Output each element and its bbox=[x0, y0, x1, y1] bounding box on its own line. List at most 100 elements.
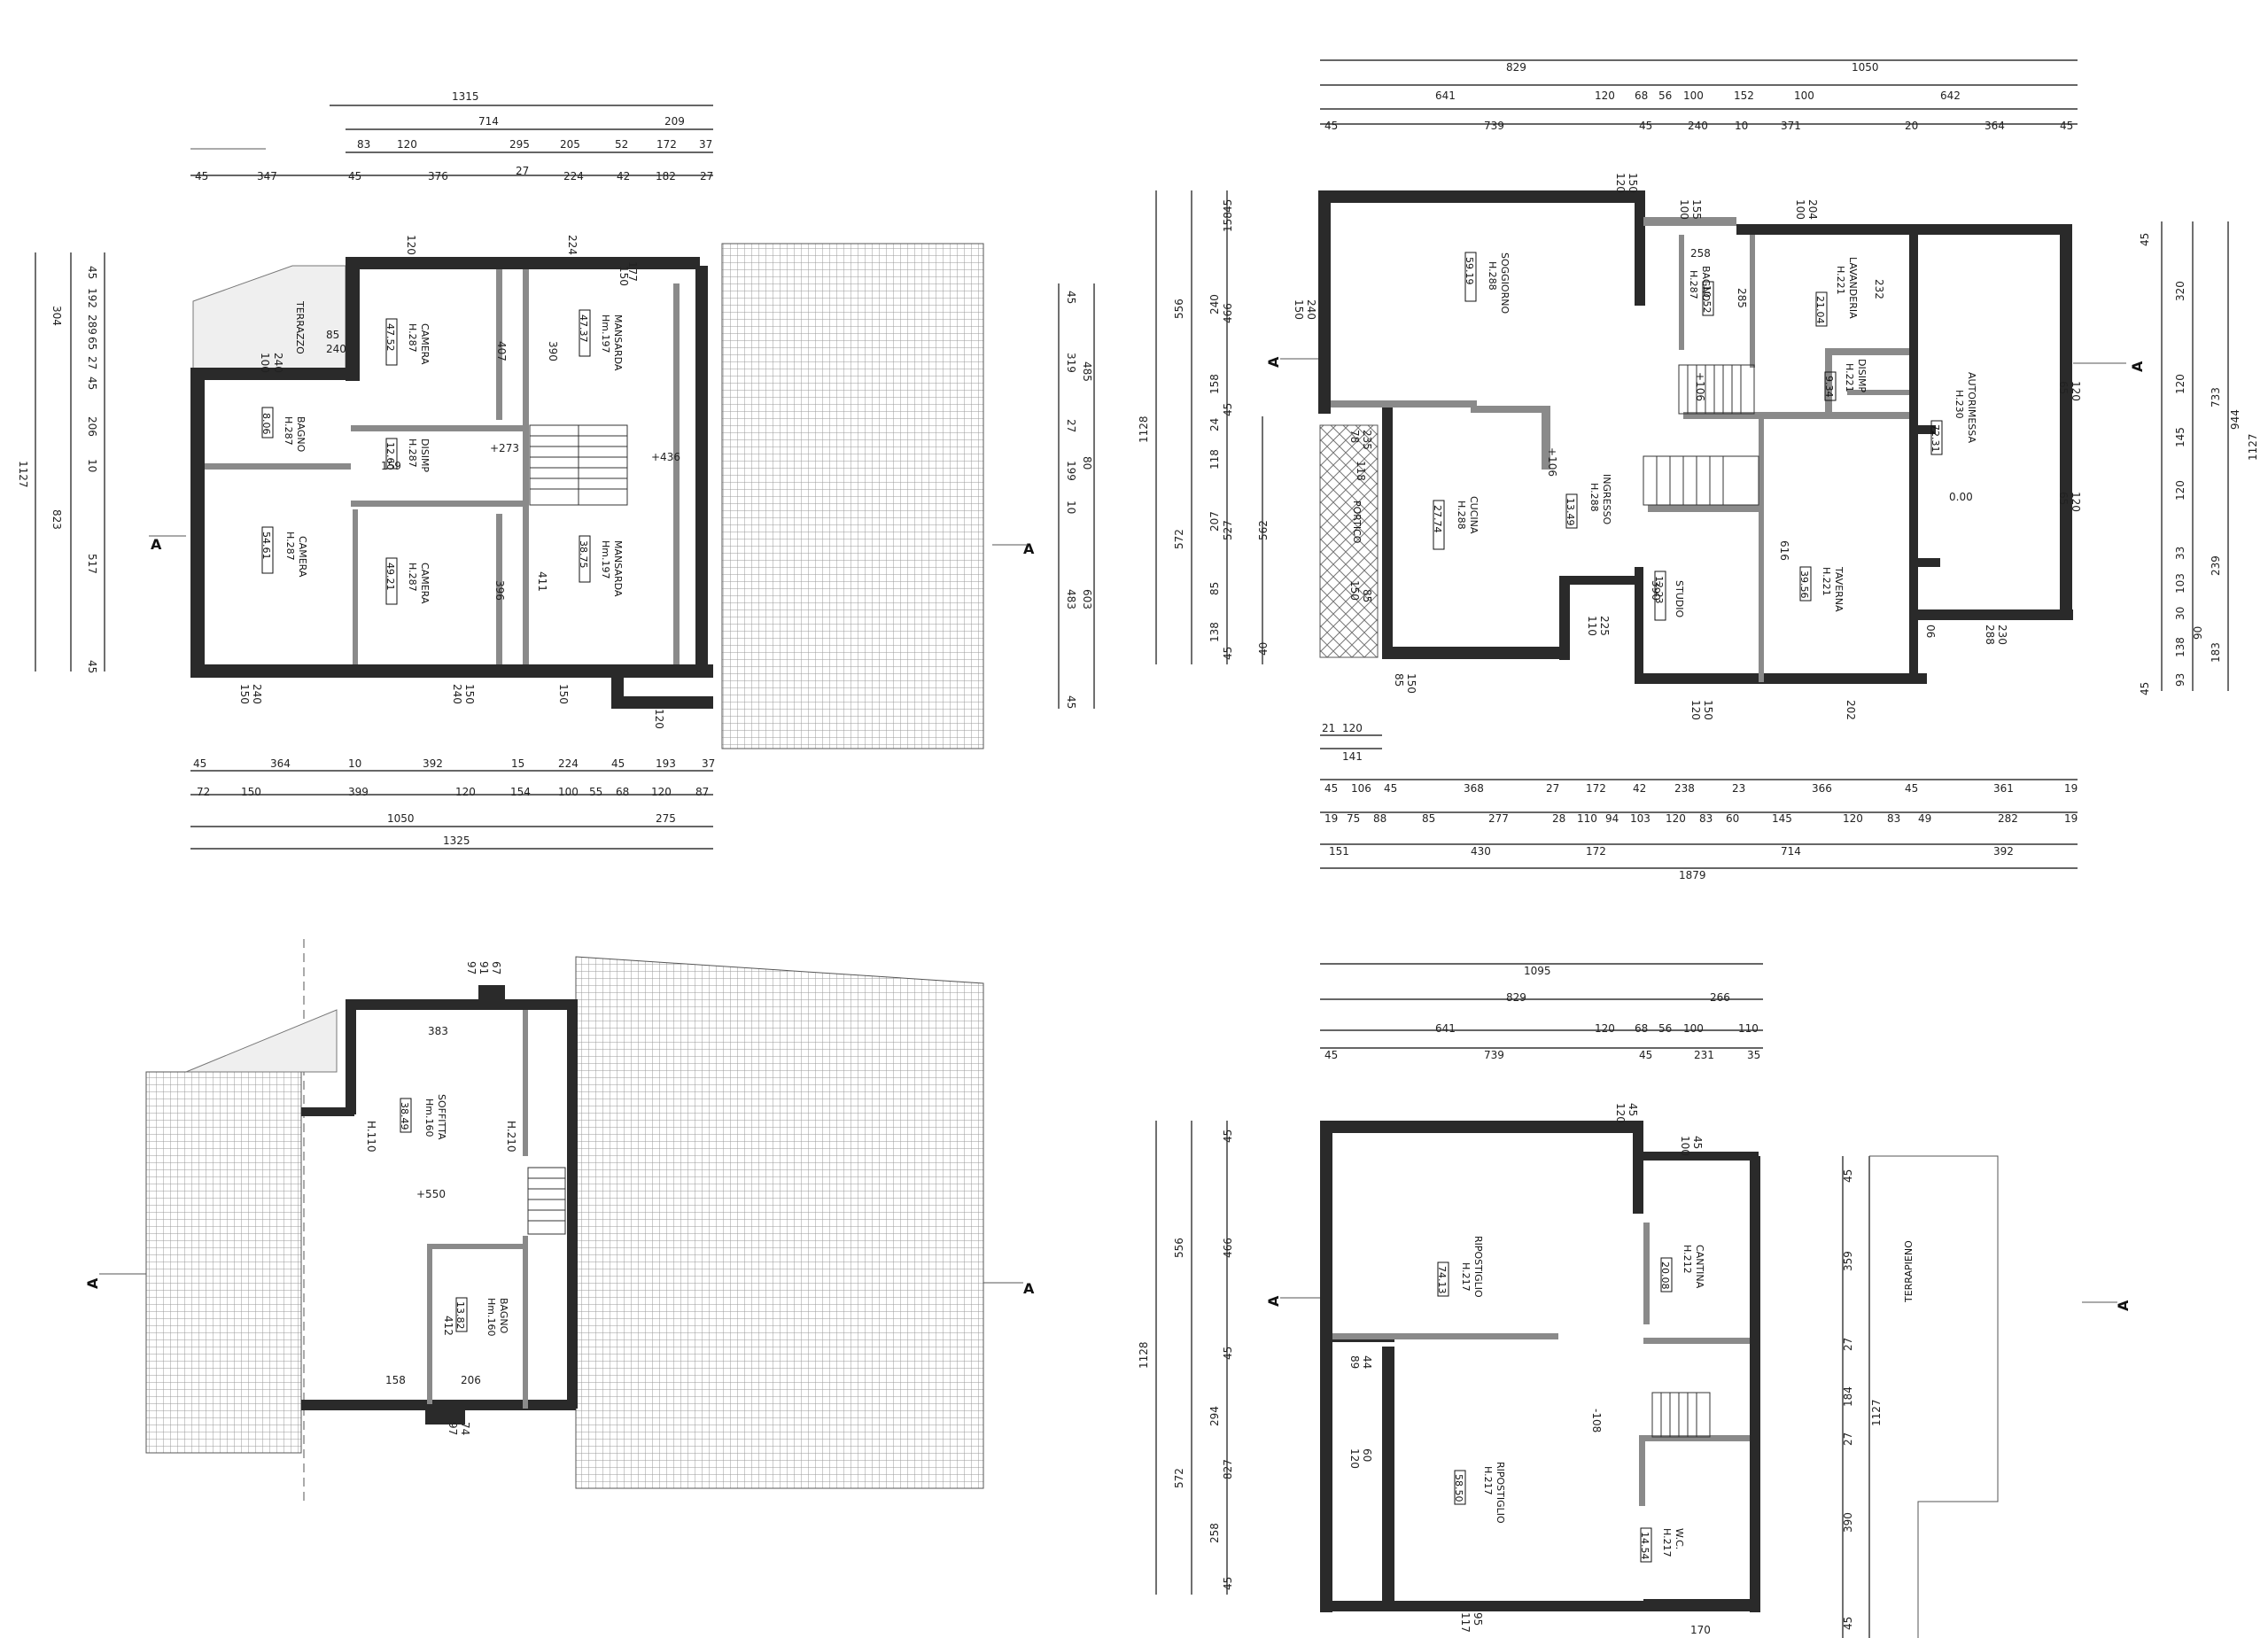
svg-text:45: 45 bbox=[1222, 199, 1234, 213]
plan-upper-floor: 1315 714 209 83 120 295 205 52 172 37 45… bbox=[17, 90, 1095, 850]
svg-text:150: 150 bbox=[463, 684, 476, 704]
svg-text:27: 27 bbox=[1842, 1338, 1854, 1351]
svg-text:21.04: 21.04 bbox=[1814, 296, 1826, 324]
svg-text:74: 74 bbox=[459, 1422, 471, 1435]
svg-text:110: 110 bbox=[1577, 812, 1597, 825]
svg-text:117: 117 bbox=[1459, 1612, 1472, 1633]
svg-text:150: 150 bbox=[1293, 299, 1305, 320]
svg-text:235: 235 bbox=[1361, 430, 1373, 450]
svg-text:361: 361 bbox=[1993, 782, 2014, 795]
svg-text:59.19: 59.19 bbox=[1464, 257, 1475, 285]
svg-text:97: 97 bbox=[447, 1422, 459, 1435]
svg-text:100: 100 bbox=[1794, 89, 1814, 102]
svg-text:231: 231 bbox=[1694, 1049, 1714, 1061]
svg-text:68: 68 bbox=[616, 786, 629, 798]
svg-text:39.56: 39.56 bbox=[1798, 571, 1810, 599]
svg-text:24: 24 bbox=[1208, 418, 1221, 431]
svg-text:944: 944 bbox=[2229, 409, 2241, 430]
svg-text:288: 288 bbox=[1984, 625, 1996, 645]
dim-r-5: 199 bbox=[1065, 461, 1077, 481]
svg-text:45: 45 bbox=[611, 757, 625, 770]
basement-misc-labels: 120 45 100 45 89 44 120 60 -108 117 95 1… bbox=[1348, 1103, 1711, 1636]
svg-text:739: 739 bbox=[1484, 120, 1504, 132]
svg-text:120: 120 bbox=[1843, 812, 1863, 825]
section-marker-right-attic: A bbox=[1023, 1280, 1035, 1297]
room-mansarda-1: MANSARDA Hm.197 47.37 bbox=[578, 309, 624, 371]
small-dim-2: 141 bbox=[1342, 750, 1363, 763]
svg-text:93: 93 bbox=[2174, 673, 2186, 687]
dim-top-r1-0: 714 bbox=[478, 115, 499, 128]
plan-ground-floor: 829 1050 641 120 68 56 100 152 100 642 4… bbox=[1138, 59, 2259, 881]
svg-text:172: 172 bbox=[1586, 782, 1606, 795]
svg-text:320: 320 bbox=[2174, 281, 2186, 301]
room-mansarda-2: MANSARDA Hm.197 38.75 bbox=[578, 535, 624, 597]
svg-text:55: 55 bbox=[589, 786, 602, 798]
dim-top-r3-0: 45 bbox=[195, 170, 208, 182]
dim-l-2: 289 bbox=[86, 314, 98, 335]
small-dim-1: 21 bbox=[1322, 722, 1335, 734]
terrapieno-outline bbox=[1869, 1155, 1999, 1638]
svg-text:371: 371 bbox=[1781, 120, 1801, 132]
dim-top-r2-2: 295 bbox=[509, 138, 530, 151]
staircase-attic bbox=[527, 1167, 566, 1235]
dim-l-8: 10 bbox=[86, 459, 98, 472]
svg-text:170: 170 bbox=[1690, 1624, 1711, 1636]
svg-text:396: 396 bbox=[493, 580, 506, 601]
svg-text:172: 172 bbox=[1586, 845, 1606, 858]
svg-text:100: 100 bbox=[1794, 199, 1806, 220]
svg-text:1095: 1095 bbox=[1524, 965, 1551, 977]
svg-text:0.00: 0.00 bbox=[1949, 491, 1973, 503]
svg-text:CAMERA: CAMERA bbox=[419, 563, 431, 604]
svg-text:H.110: H.110 bbox=[365, 1121, 377, 1153]
svg-text:49.21: 49.21 bbox=[384, 563, 396, 591]
room-ripostiglio-1: RIPOSTIGLIO H.217 74.13 bbox=[1436, 1236, 1484, 1298]
svg-text:110: 110 bbox=[1586, 616, 1598, 636]
room-ingresso: INGRESSO H.288 13.49 bbox=[1565, 474, 1612, 529]
svg-text:DISIMP: DISIMP bbox=[1856, 359, 1868, 392]
svg-text:150: 150 bbox=[1627, 173, 1639, 193]
svg-text:240: 240 bbox=[272, 353, 284, 373]
svg-text:240: 240 bbox=[451, 684, 463, 704]
svg-text:572: 572 bbox=[1173, 529, 1185, 549]
svg-text:240: 240 bbox=[251, 684, 263, 704]
svg-text:120: 120 bbox=[1614, 1103, 1627, 1123]
dim-top-r3-2: 45 bbox=[348, 170, 361, 182]
svg-text:88: 88 bbox=[1373, 812, 1386, 825]
svg-text:238: 238 bbox=[1674, 782, 1695, 795]
svg-text:739: 739 bbox=[1484, 1049, 1504, 1061]
svg-text:20.08: 20.08 bbox=[1659, 1261, 1671, 1290]
svg-text:+436: +436 bbox=[651, 451, 680, 463]
svg-text:100: 100 bbox=[1678, 199, 1690, 220]
svg-text:556: 556 bbox=[1173, 1238, 1185, 1258]
svg-text:294: 294 bbox=[1208, 1406, 1221, 1426]
svg-text:466: 466 bbox=[1222, 1238, 1234, 1258]
room-camera-1: CAMERA H.287 54.61 bbox=[260, 526, 308, 578]
svg-text:45: 45 bbox=[1842, 1617, 1854, 1630]
svg-text:45: 45 bbox=[1222, 1347, 1234, 1360]
svg-text:390: 390 bbox=[1842, 1512, 1854, 1533]
svg-text:H.287: H.287 bbox=[407, 323, 418, 353]
svg-text:100: 100 bbox=[259, 353, 271, 373]
svg-text:14.54: 14.54 bbox=[1639, 1532, 1651, 1560]
dim-r-4: 80 bbox=[1081, 456, 1093, 470]
svg-text:150: 150 bbox=[557, 684, 570, 704]
svg-text:44: 44 bbox=[1361, 1355, 1373, 1369]
svg-text:642: 642 bbox=[1940, 89, 1961, 102]
svg-text:68: 68 bbox=[1635, 89, 1648, 102]
svg-text:28: 28 bbox=[1552, 812, 1565, 825]
svg-text:19: 19 bbox=[1324, 812, 1338, 825]
attic-misc-labels: 97 91 67 383 H.110 H.210 +550 158 206 41… bbox=[365, 961, 517, 1435]
bottom-dims-ground: 45 106 45 368 27 172 42 238 23 366 45 36… bbox=[1324, 782, 2078, 881]
svg-text:BAGNO: BAGNO bbox=[295, 416, 307, 453]
svg-text:47.37: 47.37 bbox=[578, 314, 589, 343]
svg-text:RIPOSTIGLIO: RIPOSTIGLIO bbox=[1472, 1236, 1484, 1298]
svg-text:258: 258 bbox=[1690, 247, 1711, 260]
dim-l-9: 823 bbox=[50, 509, 63, 530]
svg-text:150: 150 bbox=[1348, 580, 1361, 601]
svg-text:BAGNO: BAGNO bbox=[498, 1298, 509, 1334]
svg-text:193: 193 bbox=[656, 757, 676, 770]
svg-text:45: 45 bbox=[1627, 1103, 1639, 1116]
svg-text:155: 155 bbox=[1690, 199, 1703, 220]
dim-l-6: 45 bbox=[86, 377, 98, 390]
section-marker-left-ground: A bbox=[1265, 356, 1282, 368]
